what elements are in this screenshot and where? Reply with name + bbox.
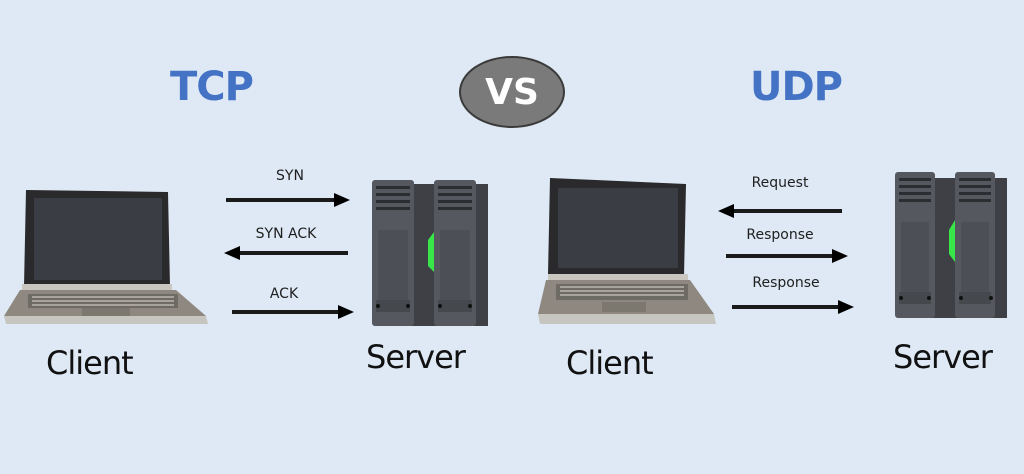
udp-msg-label: Request [751,175,809,191]
tcp-msg-label: SYN [276,168,304,184]
arrow-right-icon [732,300,854,314]
server-tower [372,180,414,326]
vs-badge: VS [459,56,565,128]
tcp-msg-label: ACK [269,286,299,302]
tcp-client-laptop-icon [4,190,208,324]
status-led-icon [428,232,434,272]
server-tower [434,180,476,326]
arrow-left-icon [224,246,348,260]
tcp-msg-label: SYN ACK [255,226,317,242]
server-tower [895,172,935,318]
arrow-right-icon [726,249,848,263]
vs-label: VS [485,71,539,113]
tcp-client-label: Client [46,344,134,382]
arrow-right-icon [232,305,354,319]
server-tower [955,172,995,318]
status-led-icon [949,220,955,262]
udp-server-icon [895,172,1007,318]
tcp-server-label: Server [366,338,466,376]
arrow-right-icon [226,193,350,207]
udp-title: UDP [750,64,843,110]
tcp-server-icon [372,180,488,326]
udp-server-label: Server [893,338,993,376]
udp-msg-label: Response [746,227,814,243]
udp-client-laptop-icon [538,178,716,324]
udp-msg-label: Response [752,275,820,291]
tcp-title: TCP [170,64,254,110]
udp-client-label: Client [566,344,654,382]
arrow-left-icon [718,204,842,218]
